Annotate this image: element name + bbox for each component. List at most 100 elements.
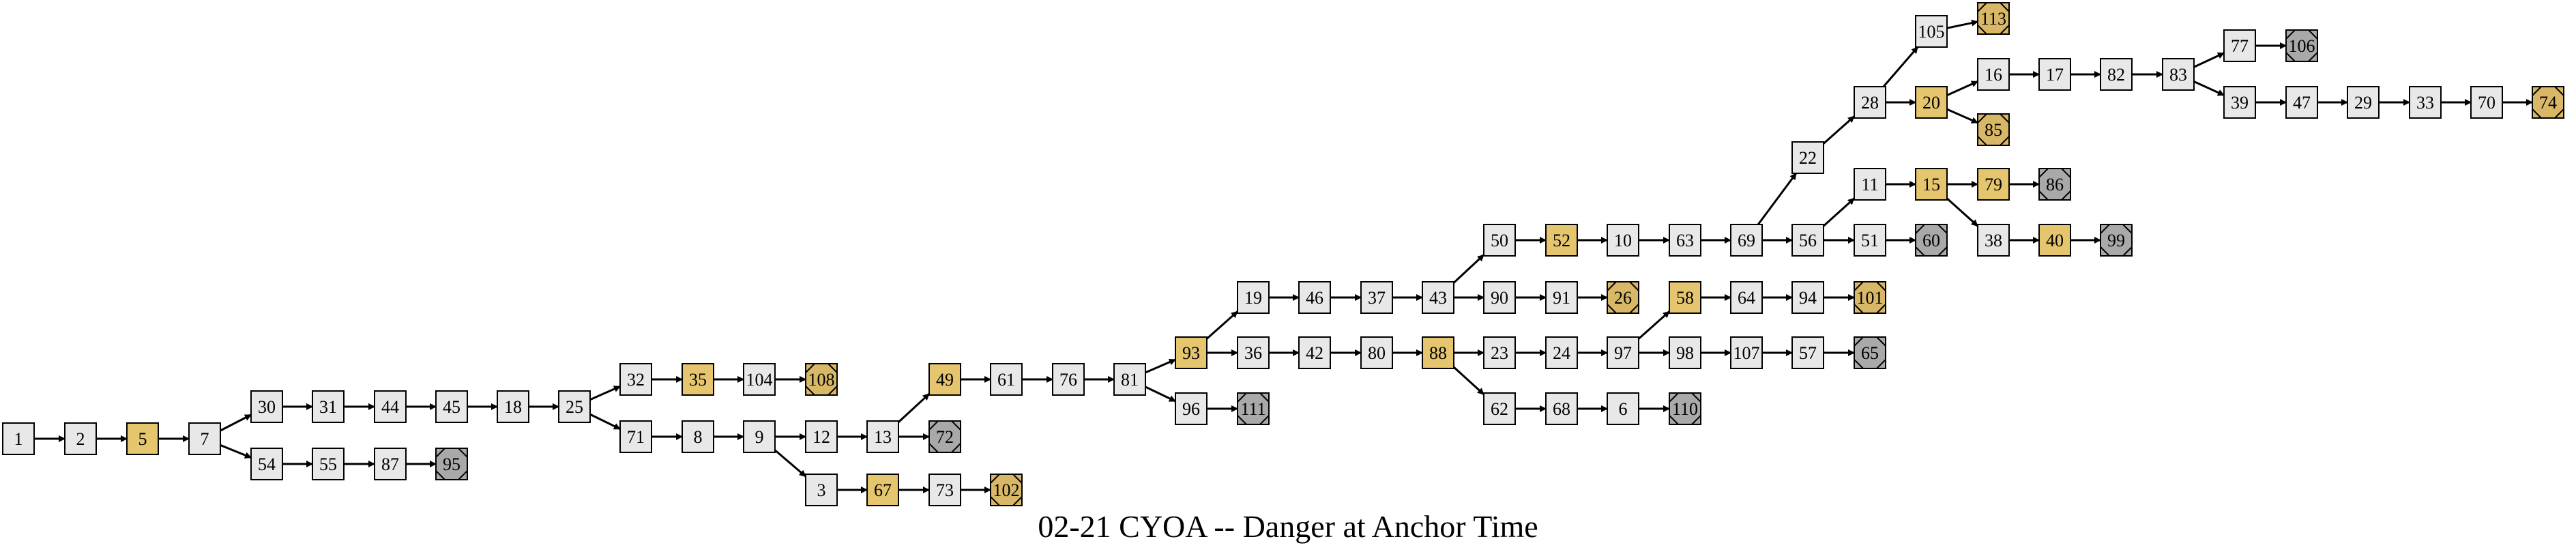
square-page-icon	[1730, 281, 1763, 314]
square-page-icon	[682, 420, 714, 453]
node-label-46: 46	[1306, 288, 1323, 308]
square-page-icon	[374, 390, 407, 423]
node-23: 23	[1483, 336, 1516, 369]
node-64: 64	[1730, 281, 1763, 314]
node-46: 46	[1298, 281, 1331, 314]
node-96: 96	[1175, 392, 1208, 425]
node-33: 33	[2409, 86, 2442, 119]
node-label-9: 9	[755, 427, 764, 447]
square-page-icon	[250, 448, 283, 480]
square-page-icon	[1854, 168, 1886, 201]
edge-7-30	[220, 413, 252, 432]
node-71: 71	[619, 420, 652, 453]
edges-layer	[34, 19, 2533, 493]
node-95: 95	[435, 448, 468, 480]
node-label-5: 5	[138, 429, 147, 449]
node-label-94: 94	[1799, 288, 1817, 308]
square-page-icon	[1977, 224, 2010, 257]
ending-octagon-icon	[805, 363, 838, 396]
node-label-29: 29	[2354, 93, 2372, 113]
node-72: 72	[928, 420, 961, 453]
gold-square-choice-icon	[1175, 336, 1208, 369]
ending-octagon-icon	[1977, 113, 2010, 146]
node-97: 97	[1607, 336, 1639, 369]
node-label-63: 63	[1676, 231, 1694, 250]
node-82: 82	[2100, 58, 2133, 91]
node-label-83: 83	[2169, 65, 2187, 85]
edge-83-77	[2193, 52, 2225, 68]
square-page-icon	[1483, 392, 1516, 425]
node-69: 69	[1730, 224, 1763, 257]
gold-octagon-ending-icon	[1977, 2, 2010, 35]
square-page-icon	[1791, 141, 1824, 174]
node-77: 77	[2223, 29, 2256, 62]
node-45: 45	[435, 390, 468, 423]
node-25: 25	[558, 390, 591, 423]
node-label-85: 85	[1985, 120, 2002, 140]
node-26: 26	[1607, 281, 1639, 314]
node-label-23: 23	[1491, 343, 1508, 363]
node-label-17: 17	[2046, 65, 2064, 85]
node-label-3: 3	[817, 480, 826, 500]
square-page-icon	[1607, 336, 1639, 369]
node-93: 93	[1175, 336, 1208, 369]
ending-octagon-icon	[990, 474, 1023, 506]
node-30: 30	[250, 390, 283, 423]
node-label-74: 74	[2539, 93, 2557, 113]
ending-octagon-icon	[1915, 224, 1948, 257]
node-9: 9	[743, 420, 776, 453]
ending-octagon-icon	[2038, 168, 2071, 201]
node-label-37: 37	[1368, 288, 1386, 308]
node-8: 8	[682, 420, 714, 453]
gold-square-choice-icon	[928, 363, 961, 396]
node-6: 6	[1607, 392, 1639, 425]
node-91: 91	[1545, 281, 1578, 314]
node-65: 65	[1854, 336, 1886, 369]
node-29: 29	[2347, 86, 2380, 119]
node-label-77: 77	[2231, 36, 2249, 56]
node-90: 90	[1483, 281, 1516, 314]
node-106: 106	[2285, 29, 2318, 62]
node-label-25: 25	[566, 397, 583, 417]
gray-octagon-ending-icon	[2285, 29, 2318, 62]
node-105: 105	[1915, 15, 1948, 48]
square-page-icon	[2223, 29, 2256, 62]
node-label-57: 57	[1799, 343, 1817, 363]
gold-square-choice-icon	[1915, 168, 1948, 201]
node-24: 24	[1545, 336, 1578, 369]
diagram-title: 02-21 CYOA -- Danger at Anchor Time	[1038, 509, 1538, 544]
node-label-64: 64	[1738, 288, 1755, 308]
node-17: 17	[2038, 58, 2071, 91]
ending-octagon-icon	[1237, 392, 1270, 425]
node-label-80: 80	[1368, 343, 1386, 363]
node-label-69: 69	[1738, 231, 1755, 250]
node-label-50: 50	[1491, 231, 1508, 250]
node-label-96: 96	[1182, 399, 1200, 419]
node-7: 7	[188, 422, 221, 455]
node-102: 102	[990, 474, 1023, 506]
node-49: 49	[928, 363, 961, 396]
node-36: 36	[1237, 336, 1270, 369]
square-page-icon	[1854, 86, 1886, 119]
node-37: 37	[1360, 281, 1393, 314]
edge-105-113	[1946, 19, 1978, 29]
node-32: 32	[619, 363, 652, 396]
square-page-icon	[250, 390, 283, 423]
node-label-2: 2	[76, 429, 85, 449]
node-label-61: 61	[997, 370, 1015, 390]
square-page-icon	[619, 420, 652, 453]
node-86: 86	[2038, 168, 2071, 201]
node-22: 22	[1791, 141, 1824, 174]
square-page-icon	[1791, 224, 1824, 257]
node-13: 13	[866, 420, 899, 453]
node-label-98: 98	[1676, 343, 1694, 363]
node-94: 94	[1791, 281, 1824, 314]
node-label-1: 1	[14, 429, 23, 449]
square-page-icon	[2285, 86, 2318, 119]
node-20: 20	[1915, 86, 1948, 119]
square-page-icon	[374, 448, 407, 480]
node-label-58: 58	[1676, 288, 1694, 308]
node-label-44: 44	[381, 397, 399, 417]
node-101: 101	[1854, 281, 1886, 314]
ending-octagon-icon	[2285, 29, 2318, 62]
